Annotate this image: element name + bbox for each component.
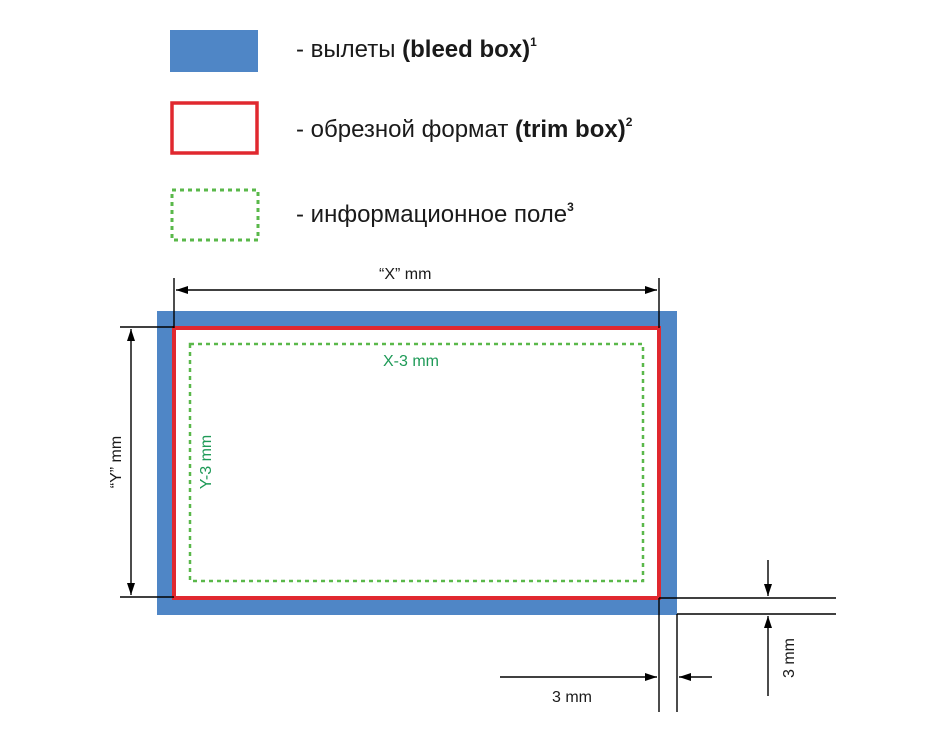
- trim-box: [172, 326, 661, 600]
- legend-info-sup: 3: [567, 200, 574, 214]
- legend-trim-sup: 2: [625, 115, 633, 129]
- trim-swatch: [170, 101, 259, 155]
- info-area: [188, 342, 645, 583]
- bleed-vertical-dimension: [659, 560, 836, 696]
- bleed-swatch: [170, 30, 258, 72]
- legend-bleed-sup: 1: [530, 35, 537, 49]
- legend-bleed-label: - вылеты (bleed box)1: [296, 36, 537, 64]
- legend-info-label: - информационное поле3: [296, 201, 574, 229]
- x-dimension-label: “X” mm: [379, 266, 432, 283]
- info-swatch: [170, 188, 260, 242]
- bleed-horizontal-label: 3 mm: [552, 689, 592, 706]
- x-dimension: [173, 278, 660, 328]
- legend-trim-label: - обрезной формат (trim box)2: [296, 116, 632, 144]
- bleed-vertical-label: 3 mm: [781, 638, 798, 678]
- legend-bleed-bold: (bleed box): [402, 36, 531, 63]
- y-dimension: [120, 326, 174, 598]
- bleed-horizontal-dimension: [500, 598, 712, 712]
- legend-info-prefix: - информационное поле: [296, 201, 568, 228]
- legend-bleed-prefix: - вылеты: [296, 36, 403, 63]
- x-inner-label: X-3 mm: [383, 353, 439, 370]
- legend-trim-bold: (trim box): [515, 116, 626, 143]
- y-inner-label: Y-3 mm: [198, 434, 215, 490]
- y-dimension-label: “Y” mm: [108, 435, 125, 489]
- legend-trim-prefix: - обрезной формат: [296, 116, 516, 143]
